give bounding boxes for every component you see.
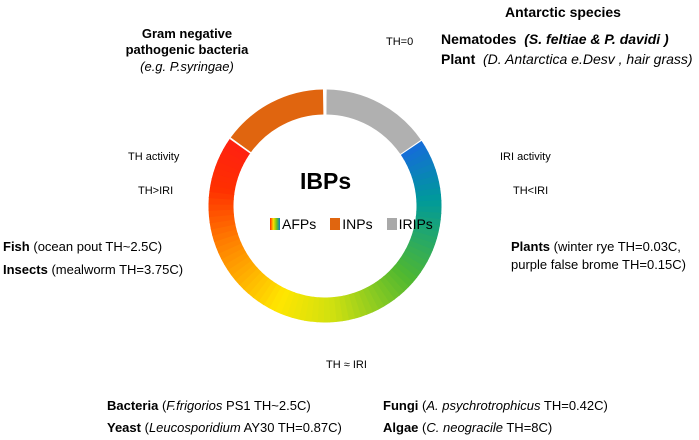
plants-detail2: purple false brome TH=0.15C) [511,257,686,272]
fungi-species: A. psychrotrophicus [426,398,541,413]
insects-detail: (mealworm TH=3.75C) [51,262,184,277]
yeast-th: AY30 TH=0.87C) [240,420,342,435]
annotation-th-activity: TH activity [128,151,180,163]
fungi-entry: Fungi (A. psychrotrophicus TH=0.42C) [383,398,608,413]
fish-detail: (ocean pout TH~2.5C) [33,239,163,254]
annotation-th-lt-iri: TH<IRI [513,185,549,197]
yeast-species: Leucosporidium [148,420,241,435]
fish-entry: Fish (ocean pout TH~2.5C) [3,239,162,254]
plant-label: Plant [441,51,476,67]
plants-label: Plants [511,239,551,254]
ring-separator [229,137,251,154]
legend: AFPs INPs IRIPs [270,216,443,232]
fungi-th: TH=0.42C) [540,398,608,413]
annotation-th0: TH=0 [386,36,414,48]
legend-label-inps: INPs [342,216,373,232]
inps-swatch [330,218,341,230]
yeast-entry: Yeast (Leucosporidium AY30 TH=0.87C) [107,420,342,435]
algae-entry: Algae (C. neogracile TH=8C) [383,420,552,435]
afps-ring-segment [226,138,251,158]
inps-ring-segment [230,89,324,153]
bacteria-species: F.frigorios [166,398,223,413]
algae-th: TH=8C) [502,420,553,435]
afps-swatch [270,218,280,230]
gram-negative-line2: pathogenic bacteria [125,42,249,57]
fungi-label: Fungi [383,398,419,413]
annotation-th-approx-iri: TH ≈ IRI [326,359,367,371]
plants-entry: Plants (winter rye TH=0.03C, [511,239,681,254]
yeast-paren: ( [144,420,149,435]
insects-label: Insects [3,262,48,277]
legend-label-afps: AFPs [282,216,317,232]
legend-label-irips: IRIPs [398,216,433,232]
bacteria-paren: ( [161,398,167,413]
fungi-paren: ( [422,398,427,413]
annotation-iri-activity: IRI activity [500,151,551,163]
legend-item-afps: AFPs [270,216,316,232]
plant-detail: (D. Antarctica e.Desv , hair grass) [483,51,693,67]
algae-species: C. neogracile [426,420,503,435]
bacteria-th: PS1 TH~2.5C) [222,398,311,413]
insects-entry: Insects (mealworm TH=3.75C) [3,262,183,277]
annotation-th-gt-iri: TH>IRI [138,185,174,197]
bacteria-label: Bacteria [107,398,159,413]
legend-item-inps: INPs [330,216,373,232]
gram-negative-example: (e.g. P.syringae) [140,59,234,74]
nematodes-label: Nematodes [441,31,517,47]
irips-swatch [386,218,397,230]
gram-negative-line1: Gram negative [141,26,233,41]
irips-ring-segment [325,89,421,155]
nematodes-detail: (S. feltiae & P. davidi ) [524,31,669,47]
antarctic-nematodes: Nematodes (S. feltiae & P. davidi ) [441,31,669,47]
antarctic-title: Antarctic species [505,4,621,20]
legend-item-irips: IRIPs [386,216,433,232]
algae-label: Algae [383,420,419,435]
yeast-label: Yeast [107,420,141,435]
bacteria-entry: Bacteria (F.frigorios PS1 TH~2.5C) [107,398,311,413]
antarctic-plant: Plant (D. Antarctica e.Desv , hair grass… [441,51,693,67]
center-title: IBPs [300,168,352,194]
algae-paren: ( [422,420,427,435]
fish-label: Fish [3,239,30,254]
plants-detail1: (winter rye TH=0.03C, [553,239,681,254]
